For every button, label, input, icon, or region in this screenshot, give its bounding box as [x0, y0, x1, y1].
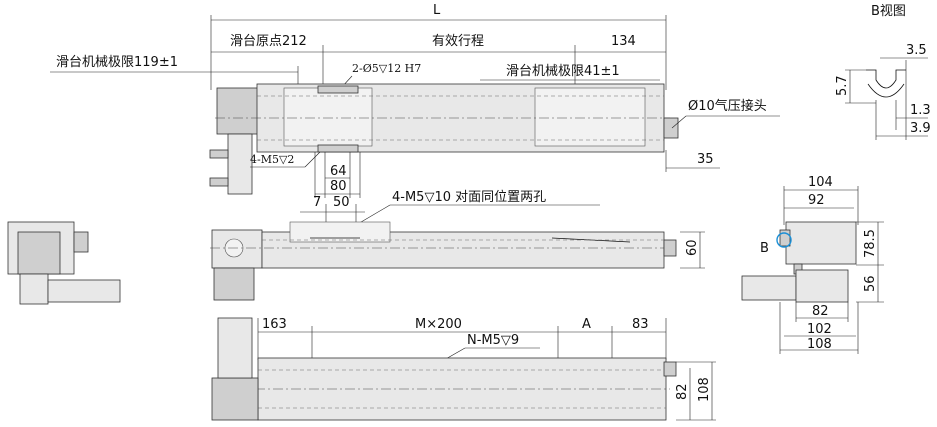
dim-1-3: 1.3	[910, 103, 931, 118]
dim-m-x-200: M×200	[415, 317, 462, 332]
dim-102: 102	[807, 322, 832, 337]
b-view-marker-icon	[776, 232, 792, 248]
b-view-profile	[866, 69, 906, 89]
end-view-motor	[741, 275, 797, 301]
label-B: B	[760, 241, 769, 256]
end-view-body	[785, 221, 857, 265]
end-block-top	[534, 87, 646, 147]
slider-middle	[289, 221, 391, 243]
dim-5-7: 5.7	[835, 75, 850, 96]
right-end-view: 104 92 B 78.5 56 82 102 108	[741, 175, 884, 354]
label-m5-tap2: 4-M5▽2	[250, 153, 294, 166]
dim-64: 64	[330, 164, 347, 179]
dim-3-5: 3.5	[906, 43, 927, 58]
dim-104: 104	[808, 175, 833, 190]
slider-top	[283, 87, 373, 147]
label-pin-holes: 2-Ø5▽12 H7	[352, 62, 421, 75]
dim-limit-119: 滑台机械极限119±1	[56, 55, 178, 70]
label-m5-tap10: 4-M5▽10 对面同位置两孔	[392, 190, 546, 205]
dim-83: 83	[632, 317, 649, 332]
dim-60: 60	[685, 239, 700, 256]
dim-7: 7	[313, 195, 321, 210]
middle-view: 7 50 4-M5▽10 对面同位置两孔 60	[210, 190, 705, 301]
dim-limit-41: 滑台机械极限41±1	[506, 64, 620, 79]
motor-block-bottom	[211, 377, 259, 421]
motor-block-top	[216, 87, 262, 135]
motor-bottom	[217, 317, 253, 379]
motor-middle	[213, 267, 255, 301]
dim-L: L	[433, 3, 441, 18]
label-air-fitting: Ø10气压接头	[688, 98, 767, 114]
dim-78-5: 78.5	[863, 229, 878, 258]
b-view-title: B视图	[871, 4, 906, 19]
dim-56: 56	[863, 275, 878, 292]
dim-effective-stroke: 有效行程	[432, 34, 484, 49]
dim-92: 92	[808, 193, 825, 208]
left-end-view	[7, 221, 121, 305]
top-view: L 滑台原点212 有效行程 134 滑台机械极限119±1 2-Ø5▽12 H…	[50, 3, 780, 198]
dim-35: 35	[697, 152, 714, 167]
dim-108-side: 108	[697, 377, 712, 402]
dim-50: 50	[333, 195, 350, 210]
dim-82-end: 82	[812, 304, 829, 319]
air-fitting-top	[663, 117, 679, 139]
b-view: B视图 3.5 5.7 1.3 3.9	[835, 4, 931, 140]
dim-134: 134	[611, 34, 636, 49]
motor-top	[227, 133, 253, 195]
dim-3-9: 3.9	[910, 121, 931, 136]
dim-82-side: 82	[675, 383, 690, 400]
dim-80: 80	[330, 179, 347, 194]
dim-163: 163	[262, 317, 287, 332]
dim-slider-origin: 滑台原点212	[230, 34, 307, 49]
left-motor	[47, 279, 121, 303]
label-n-m5: N-M5▽9	[467, 333, 519, 348]
dim-108-end: 108	[807, 337, 832, 352]
dim-A: A	[582, 317, 591, 332]
bottom-view: 163 M×200 A 83 N-M5▽9 82 108	[211, 317, 716, 421]
